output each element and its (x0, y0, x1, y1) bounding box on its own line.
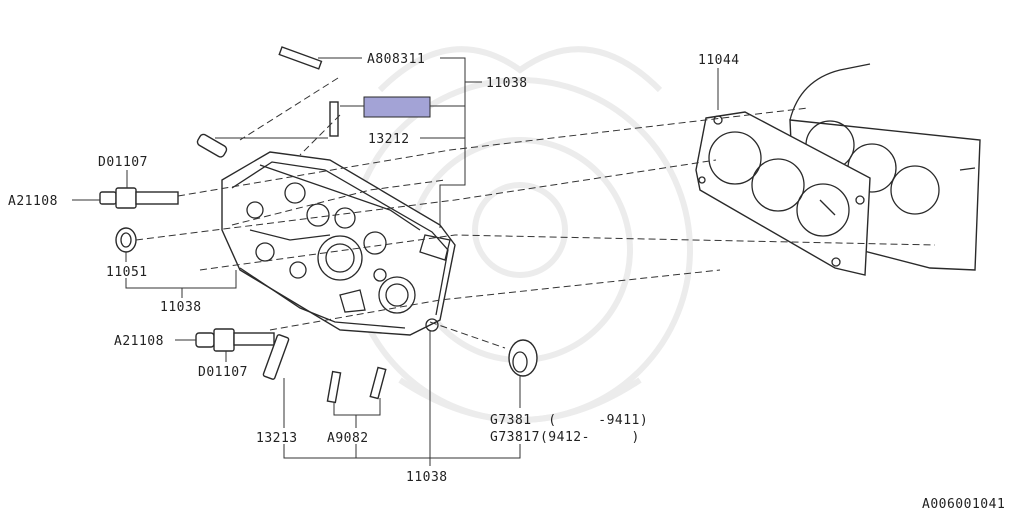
head-gasket-11044 (695, 111, 871, 276)
label-13212: 13212 (368, 132, 410, 147)
label-11051: 11051 (106, 265, 148, 280)
stud-13212 (329, 101, 339, 137)
label-d01107-top: D01107 (98, 155, 148, 170)
label-a21108-top: A21108 (8, 194, 58, 209)
label-g7381: G7381 ( -9411) (490, 413, 648, 428)
cap-11051 (115, 227, 137, 253)
leader-lines (72, 57, 719, 466)
label-g73817: G73817(9412- ) (490, 430, 640, 445)
studs-a9082 (326, 366, 387, 404)
label-d01107-bottom: D01107 (198, 365, 248, 380)
projection-lines (135, 77, 936, 349)
bolt-a21108-top (99, 187, 179, 209)
label-13213: 13213 (256, 431, 298, 446)
figure-id: A006001041 (922, 497, 1005, 512)
highlighted-part[interactable] (363, 96, 431, 118)
bolt-a21108-bottom (195, 328, 275, 352)
label-a21108-bottom: A21108 (114, 334, 164, 349)
label-11038-bottom: 11038 (406, 470, 448, 485)
label-11038-left: 11038 (160, 300, 202, 315)
seal-g7381 (508, 339, 538, 377)
cylinder-head-11038 (221, 151, 456, 336)
label-a9082: A9082 (327, 431, 369, 446)
label-11038-top: 11038 (486, 76, 528, 91)
stud-a808311 (278, 46, 323, 70)
label-11044: 11044 (698, 53, 740, 68)
label-a808311: A808311 (367, 52, 425, 67)
stud-13213 (262, 334, 290, 380)
plug-13212 (196, 133, 228, 158)
